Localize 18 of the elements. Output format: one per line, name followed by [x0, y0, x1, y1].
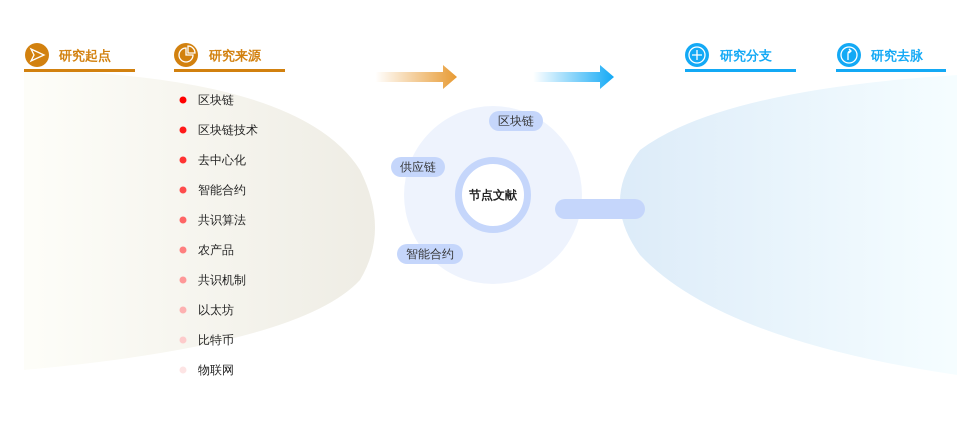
keyword-text: 智能合约: [198, 182, 246, 199]
keyword-text: 农产品: [198, 242, 234, 259]
keyword-text: 共识机制: [198, 272, 246, 289]
keyword-text: 区块链: [198, 92, 234, 109]
keyword-text: 以太坊: [198, 302, 234, 319]
keyword-pill: [555, 199, 645, 219]
keyword-text: 区块链技术: [198, 122, 258, 139]
keyword-pill: 区块链: [489, 111, 543, 131]
keyword-pill: 供应链: [391, 157, 445, 177]
keyword-pill: 智能合约: [397, 244, 463, 264]
keyword-text: 物联网: [198, 362, 234, 379]
section-heading: 研究起点: [59, 48, 111, 65]
section-heading: 研究来源: [209, 48, 261, 65]
keyword-text: 比特币: [198, 332, 234, 349]
keyword-text: 去中心化: [198, 152, 246, 169]
section-heading: 研究分支: [720, 48, 772, 65]
section-heading: 研究去脉: [871, 48, 923, 65]
keyword-text: 共识算法: [198, 212, 246, 229]
